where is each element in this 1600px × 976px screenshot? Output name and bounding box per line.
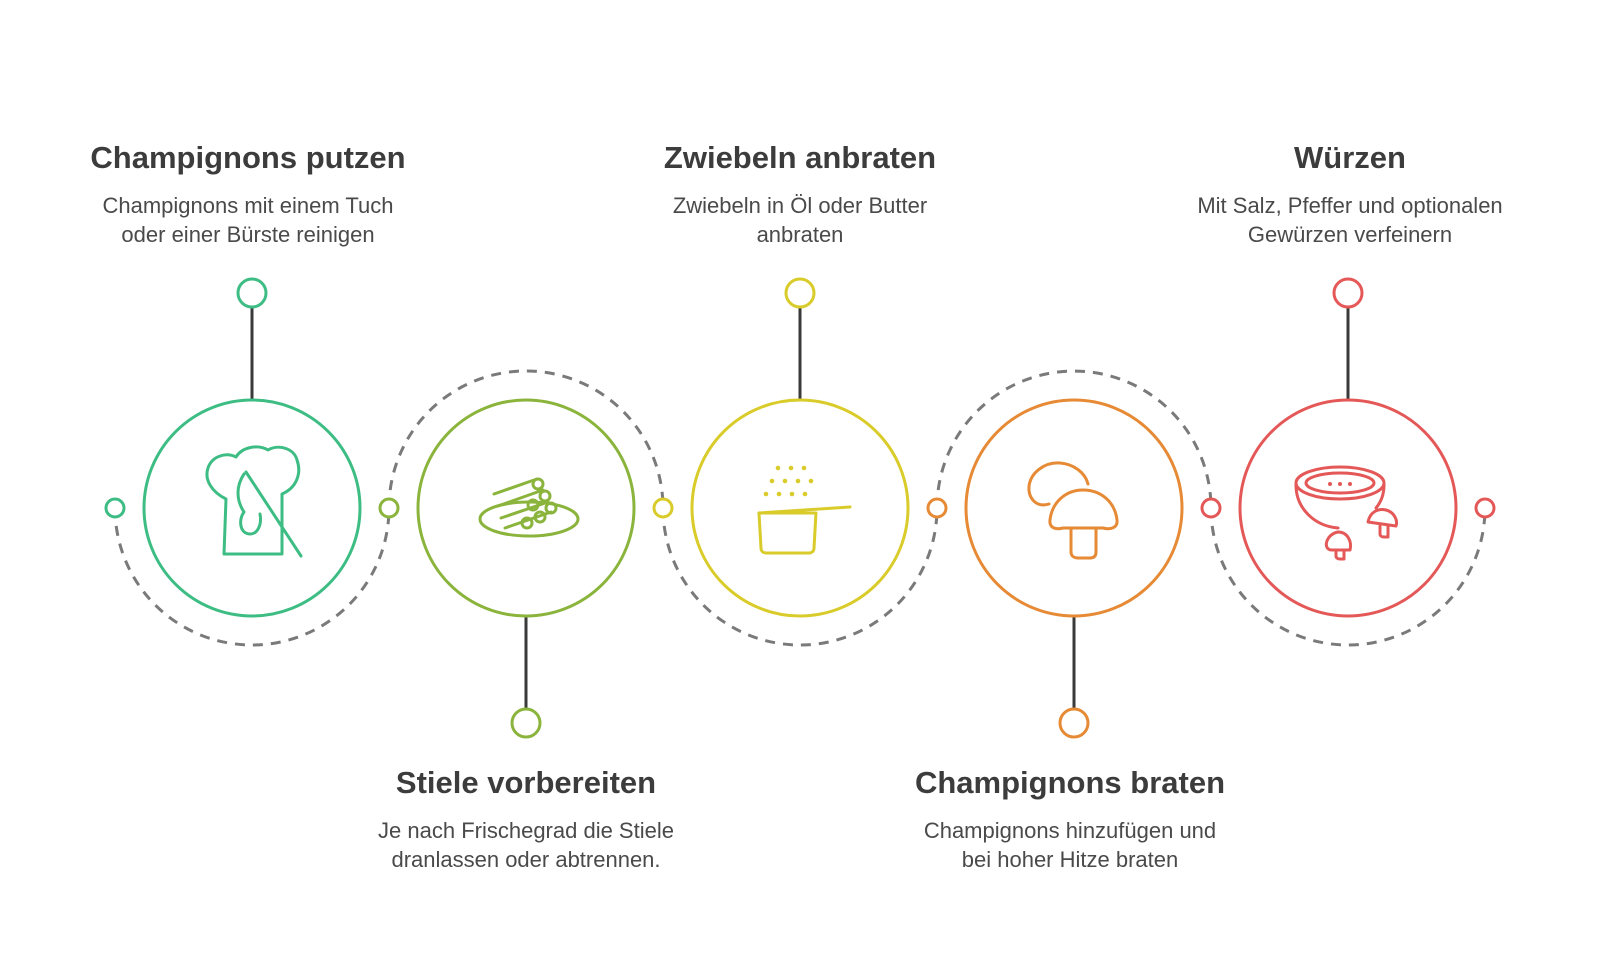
wave-dot-5 (1200, 497, 1222, 519)
wave-segment-1 (113, 507, 391, 647)
step-3-desc-line-2: anbraten (756, 222, 844, 247)
wave-segment-2 (387, 369, 665, 509)
step-4-text: Champignons braten Champignons hinzufüge… (890, 764, 1250, 874)
step-5-desc-line-1: Mit Salz, Pfeffer und optionalen (1197, 193, 1503, 218)
saucepan-sizzle-icon (757, 465, 852, 555)
step-3-text: Zwiebeln anbraten Zwiebeln in Öl oder Bu… (620, 139, 980, 249)
step-1-text: Champignons putzen Champignons mit einem… (68, 139, 428, 249)
step-1-end-dot (236, 277, 268, 309)
step-1-description: Champignons mit einem Tuch oder einer Bü… (68, 191, 428, 249)
step-2-end-dot (510, 707, 542, 739)
seasoned-bowl-icon (1294, 465, 1398, 561)
wave-dot-4 (926, 497, 948, 519)
mushrooms-icon (1027, 461, 1119, 560)
step-5-text: Würzen Mit Salz, Pfeffer und optionalen … (1170, 139, 1530, 249)
step-2-desc-line-1: Je nach Frischegrad die Stiele (378, 818, 674, 843)
step-1-title: Champignons putzen (90, 140, 406, 175)
step-3-desc-line-1: Zwiebeln in Öl oder Butter (672, 193, 928, 218)
step-5-circle (1238, 398, 1458, 618)
step-2-text: Stiele vorbereiten Je nach Frischegrad d… (346, 764, 706, 874)
step-5-end-dot (1332, 277, 1364, 309)
wave-segment-5 (1209, 507, 1487, 647)
step-4-end-dot (1058, 707, 1090, 739)
step-3-end-dot (784, 277, 816, 309)
step-3-description: Zwiebeln in Öl oder Butter anbraten (620, 191, 980, 249)
step-2-desc-line-2: dranlassen oder abtrennen. (391, 847, 661, 872)
step-5-desc-line-2: Gewürzen verfeinern (1247, 222, 1453, 247)
step-2-description: Je nach Frischegrad die Stiele dranlasse… (346, 816, 706, 874)
mushroom-brush-icon (205, 445, 303, 558)
step-2-title: Stiele vorbereiten (395, 765, 657, 800)
dashed-wave-path (113, 369, 1487, 647)
step-nodes (104, 277, 1496, 739)
step-1-desc-line-2: oder einer Bürste reinigen (121, 222, 375, 247)
step-5-description: Mit Salz, Pfeffer und optionalen Gewürze… (1170, 191, 1530, 249)
step-1-desc-line-1: Champignons mit einem Tuch (102, 193, 394, 218)
wave-dot-2 (378, 497, 400, 519)
wave-segment-4 (935, 369, 1213, 509)
step-4-circle (964, 398, 1184, 618)
step-5-title: Würzen (1294, 140, 1406, 175)
wave-dot-3 (652, 497, 674, 519)
wave-dot-1 (104, 497, 126, 519)
step-4-desc-line-2: bei hoher Hitze braten (961, 847, 1179, 872)
step-icons (205, 445, 1398, 561)
wave-segment-3 (661, 507, 939, 647)
step-4-description: Champignons hinzufügen und bei hoher Hit… (890, 816, 1250, 874)
step-4-desc-line-1: Champignons hinzufügen und (923, 818, 1217, 843)
step-4-title: Champignons braten (914, 765, 1225, 800)
step-3-title: Zwiebeln anbraten (663, 140, 937, 175)
step-3-circle (690, 398, 910, 618)
step-1-circle (142, 398, 362, 618)
wave-dot-6 (1474, 497, 1496, 519)
stems-plate-icon (478, 477, 580, 538)
